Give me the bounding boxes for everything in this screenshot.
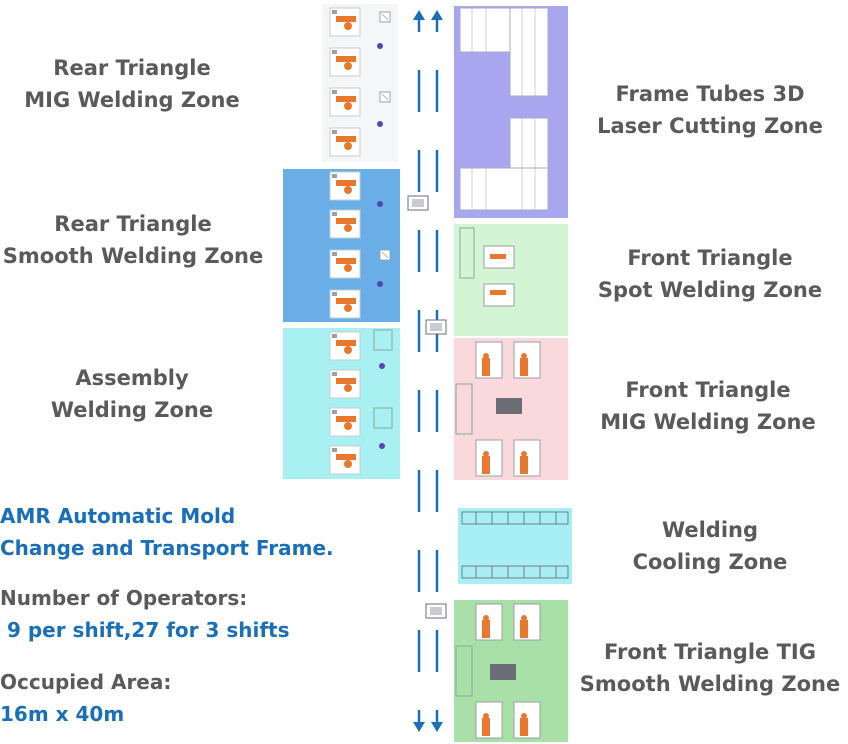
label-rear-triangle-smooth: Rear Triangle Smooth Welding Zone (0, 208, 266, 272)
operators-value: 9 per shift,27 for 3 shifts (0, 618, 290, 642)
laser-cutter-2 (459, 117, 549, 211)
rear-smooth-stations (329, 171, 391, 319)
aisle-lanes (417, 70, 439, 672)
label-line-1: Rear Triangle (53, 56, 211, 80)
zone-front-spot (454, 224, 568, 336)
front-spot-stations (459, 227, 515, 307)
rear-mig-stations (329, 7, 391, 157)
label-line-2: Cooling Zone (632, 550, 788, 574)
amr-vehicle-icon (407, 195, 429, 211)
label-front-mig: Front Triangle MIG Welding Zone (588, 374, 828, 438)
label-line-2: MIG Welding Zone (600, 410, 816, 434)
label-line-1: Frame Tubes 3D (615, 82, 805, 106)
amr-vehicle-icon (425, 319, 447, 335)
label-rear-triangle-mig: Rear Triangle MIG Welding Zone (12, 52, 252, 116)
label-front-tig: Front Triangle TIG Smooth Welding Zone (574, 636, 846, 700)
front-mig-stations (455, 341, 541, 477)
arrow-up-icon (413, 10, 443, 32)
label-line-1: Welding (661, 518, 759, 542)
label-assembly-welding: Assembly Welding Zone (12, 362, 252, 426)
label-line-2: Spot Welding Zone (597, 278, 823, 302)
front-tig-stations (455, 603, 541, 739)
assembly-stations (329, 329, 393, 475)
operators-title: Number of Operators: (0, 586, 248, 610)
arrow-down-icon (413, 710, 443, 732)
area-value: 16m x 40m (0, 702, 125, 726)
label-laser-cutting: Frame Tubes 3D Laser Cutting Zone (590, 78, 830, 142)
cooling-racks (461, 511, 569, 579)
label-line-2: Laser Cutting Zone (597, 114, 823, 138)
label-line-1: Assembly (75, 366, 189, 390)
label-cooling: Welding Cooling Zone (590, 514, 830, 578)
amr-line-1: AMR Automatic Mold (0, 504, 236, 528)
zone-cooling (458, 508, 572, 584)
label-line-2: Welding Zone (50, 398, 214, 422)
label-line-2: MIG Welding Zone (24, 88, 240, 112)
area-title: Occupied Area: (0, 670, 172, 694)
label-line-2: Smooth Welding Zone (2, 244, 264, 268)
amr-vehicle-icon (425, 603, 447, 619)
label-line-1: Rear Triangle (54, 212, 212, 236)
laser-cutter-1 (459, 7, 549, 97)
label-line-1: Front Triangle (627, 246, 793, 270)
label-line-2: Smooth Welding Zone (579, 672, 841, 696)
label-line-1: Front Triangle TIG (604, 640, 816, 664)
amr-line-2: Change and Transport Frame. (0, 536, 334, 560)
label-line-1: Front Triangle (625, 378, 791, 402)
label-front-spot: Front Triangle Spot Welding Zone (590, 242, 830, 306)
